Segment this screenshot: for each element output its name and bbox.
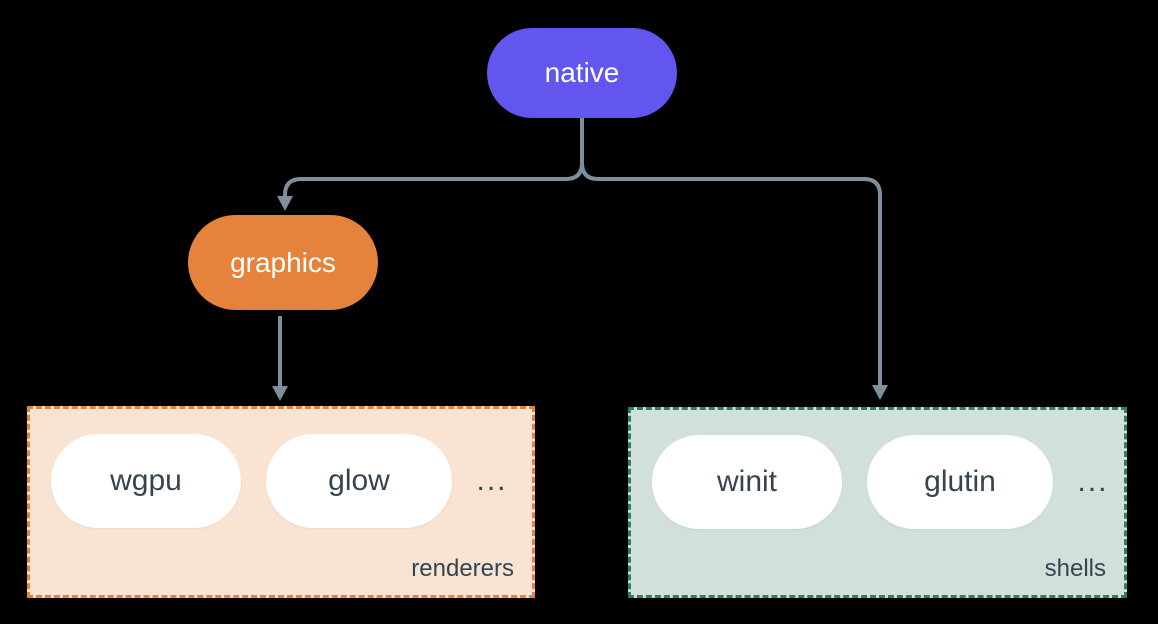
shells-group-label: shells — [1044, 555, 1106, 582]
node-graphics-label: graphics — [230, 246, 336, 278]
item-glutin: glutin — [867, 435, 1053, 529]
node-native-label: native — [544, 57, 620, 88]
shells-ellipsis: ... — [1077, 465, 1109, 498]
edge-native-shells — [580, 118, 882, 386]
arrowhead-renderers — [272, 386, 288, 401]
item-glutin-label: glutin — [924, 465, 996, 498]
renderers-group-label: renderers — [411, 555, 514, 582]
group-renderers: wgpu glow ... renderers — [27, 406, 535, 598]
node-graphics: graphics — [188, 215, 378, 310]
arrowhead-shells — [872, 385, 888, 400]
arrowhead-graphics — [277, 196, 293, 211]
item-winit: winit — [652, 435, 842, 529]
node-native: native — [487, 28, 677, 118]
edge-native-graphics — [283, 118, 584, 197]
item-glow-label: glow — [328, 464, 390, 497]
group-shells: winit glutin ... shells — [628, 407, 1127, 598]
item-glow: glow — [266, 434, 452, 528]
item-wgpu-label: wgpu — [110, 464, 182, 497]
renderers-ellipsis: ... — [476, 464, 508, 497]
item-winit-label: winit — [716, 465, 777, 498]
item-wgpu: wgpu — [51, 434, 241, 528]
